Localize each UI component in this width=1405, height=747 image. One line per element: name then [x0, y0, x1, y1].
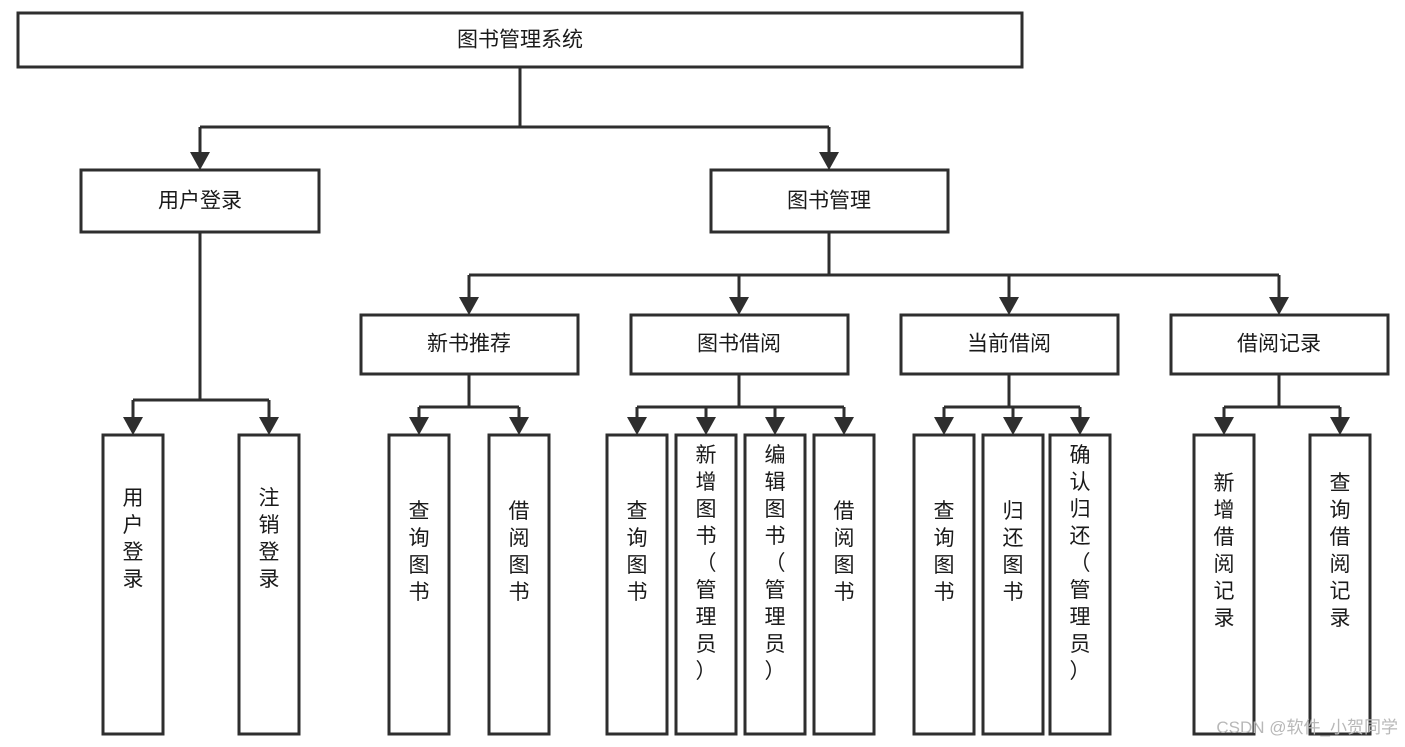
node-leaf-query-book-2-label: 查询图书	[627, 500, 648, 604]
node-user-login-label: 用户登录	[158, 190, 242, 213]
arrowhead-leaf-query-record	[1330, 417, 1350, 435]
node-borrow-record-box[interactable]	[1169, 313, 1390, 376]
node-new-book-recommend-box[interactable]	[359, 313, 580, 376]
node-leaf-edit-book-box[interactable]	[743, 433, 807, 736]
arrowhead-book-borrow	[729, 297, 749, 315]
node-leaf-query-book-3[interactable]: 查询图书	[912, 433, 976, 736]
node-leaf-add-book-box[interactable]	[674, 433, 738, 736]
node-root-box[interactable]	[16, 11, 1024, 69]
arrowhead-leaf-add-book	[696, 417, 716, 435]
node-leaf-user-logout[interactable]: 注销登录	[237, 433, 301, 736]
node-leaf-query-record-box[interactable]	[1308, 433, 1372, 736]
node-new-book-recommend[interactable]: 新书推荐	[359, 313, 580, 376]
node-leaf-query-book-2-box[interactable]	[605, 433, 669, 736]
node-leaf-add-record-box[interactable]	[1192, 433, 1256, 736]
node-leaf-query-book-3-label: 查询图书	[934, 500, 955, 604]
arrowhead-leaf-query-book-1	[409, 417, 429, 435]
arrowhead-borrow-record	[1269, 297, 1289, 315]
arrowhead-leaf-edit-book	[765, 417, 785, 435]
node-leaf-borrow-book-2[interactable]: 借阅图书	[812, 433, 876, 736]
node-leaf-confirm-return[interactable]: 确认归还（管理员）	[1048, 433, 1112, 736]
node-borrow-record[interactable]: 借阅记录	[1169, 313, 1390, 376]
node-leaf-user-login-box[interactable]	[101, 433, 165, 736]
node-leaf-confirm-return-label: 确认归还（管理员）	[1070, 444, 1091, 683]
arrowhead-leaf-borrow-book-2	[834, 417, 854, 435]
node-leaf-borrow-book-1-box[interactable]	[487, 433, 551, 736]
arrowhead-book-management	[819, 152, 839, 170]
arrowhead-leaf-return-book	[1003, 417, 1023, 435]
arrowhead-leaf-query-book-3	[934, 417, 954, 435]
arrowhead-leaf-add-record	[1214, 417, 1234, 435]
node-leaf-edit-book[interactable]: 编辑图书（管理员）	[743, 433, 807, 736]
arrowhead-new-book-recommend	[459, 297, 479, 315]
node-book-management-box[interactable]	[709, 168, 950, 234]
node-leaf-query-book-2[interactable]: 查询图书	[605, 433, 669, 736]
node-leaf-user-logout-box[interactable]	[237, 433, 301, 736]
node-leaf-add-book-label: 新增图书（管理员）	[696, 444, 717, 683]
node-leaf-add-book[interactable]: 新增图书（管理员）	[674, 433, 738, 736]
node-new-book-recommend-label: 新书推荐	[427, 333, 511, 356]
node-leaf-query-record-label: 查询借阅记录	[1330, 472, 1351, 630]
node-book-borrow-box[interactable]	[629, 313, 850, 376]
node-leaf-add-record-label: 新增借阅记录	[1214, 472, 1235, 630]
node-leaf-user-logout-label: 注销登录	[259, 487, 280, 591]
arrowhead-leaf-user-login	[123, 417, 143, 435]
node-leaf-user-login-label: 用户登录	[123, 487, 144, 591]
node-book-management-label: 图书管理	[787, 190, 871, 213]
node-leaf-return-book[interactable]: 归还图书	[981, 433, 1045, 736]
node-user-login-box[interactable]	[79, 168, 321, 234]
node-leaf-borrow-book-2-box[interactable]	[812, 433, 876, 736]
node-leaf-query-book-3-box[interactable]	[912, 433, 976, 736]
node-book-borrow-label: 图书借阅	[697, 333, 781, 356]
node-leaf-add-record[interactable]: 新增借阅记录	[1192, 433, 1256, 736]
node-root-label: 图书管理系统	[457, 29, 583, 52]
node-current-borrow-box[interactable]	[899, 313, 1120, 376]
node-leaf-edit-book-label: 编辑图书（管理员）	[765, 444, 786, 683]
node-leaf-query-book-1[interactable]: 查询图书	[387, 433, 451, 736]
node-leaf-user-login[interactable]: 用户登录	[101, 433, 165, 736]
arrowhead-leaf-confirm-return	[1070, 417, 1090, 435]
node-borrow-record-label: 借阅记录	[1237, 333, 1321, 356]
node-leaf-borrow-book-1-label: 借阅图书	[509, 500, 530, 604]
arrowhead-user-login	[190, 152, 210, 170]
node-leaf-borrow-book-1[interactable]: 借阅图书	[487, 433, 551, 736]
node-leaf-return-book-box[interactable]	[981, 433, 1045, 736]
arrowhead-leaf-query-book-2	[627, 417, 647, 435]
node-book-management[interactable]: 图书管理	[709, 168, 950, 234]
node-leaf-query-book-1-box[interactable]	[387, 433, 451, 736]
arrowhead-current-borrow	[999, 297, 1019, 315]
node-leaf-return-book-label: 归还图书	[1003, 500, 1024, 604]
node-leaf-query-record[interactable]: 查询借阅记录	[1308, 433, 1372, 736]
connector-layer	[123, 67, 1350, 435]
node-root[interactable]: 图书管理系统	[16, 11, 1024, 69]
node-leaf-query-book-1-label: 查询图书	[409, 500, 430, 604]
node-current-borrow[interactable]: 当前借阅	[899, 313, 1120, 376]
csdn-watermark: CSDN @软件_小贺同学	[1216, 718, 1398, 737]
node-book-borrow[interactable]: 图书借阅	[629, 313, 850, 376]
node-leaf-borrow-book-2-label: 借阅图书	[834, 500, 855, 604]
node-current-borrow-label: 当前借阅	[967, 333, 1051, 356]
arrowhead-leaf-user-logout	[259, 417, 279, 435]
arrowhead-leaf-borrow-book-1	[509, 417, 529, 435]
node-user-login[interactable]: 用户登录	[79, 168, 321, 234]
node-leaf-confirm-return-box[interactable]	[1048, 433, 1112, 736]
